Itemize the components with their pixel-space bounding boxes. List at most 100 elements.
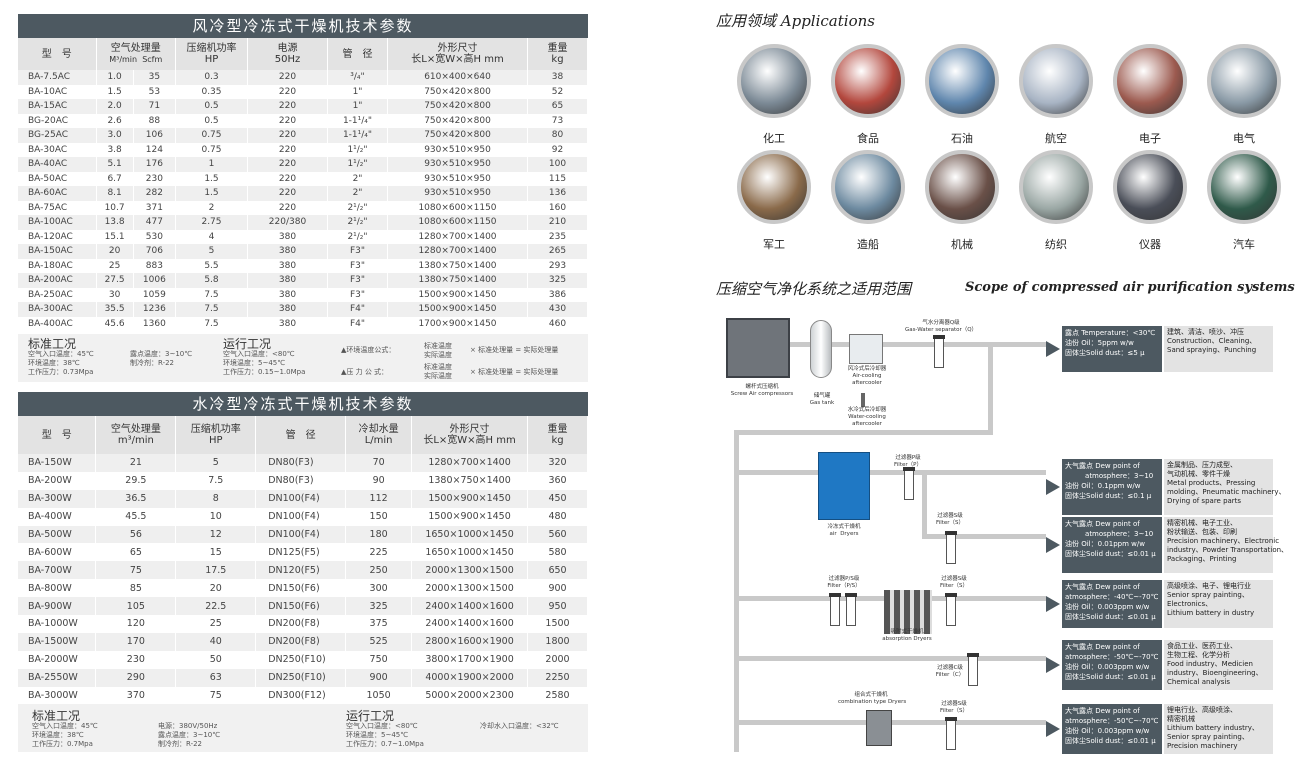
- absorption-label: 吸附式干燥机 absorption Dryers: [882, 629, 932, 642]
- table-cell: 112: [345, 489, 413, 508]
- table-cell: 1": [327, 84, 388, 99]
- table-cell: 45.5: [95, 507, 177, 526]
- air-std-title: 标准工况: [28, 337, 77, 351]
- quality-spec-box: 大气露点 Dew point of atmosphere：-50℃~-70℃ 油…: [1062, 640, 1162, 690]
- table-cell: 0.5: [175, 113, 248, 128]
- formula2-label: ▲压 力 公 式：: [341, 368, 389, 376]
- application-usage-box: 食品工业、医药工业、 生物工程、化学分析 Food industry、Medic…: [1164, 640, 1273, 690]
- application-item: 造船: [828, 150, 908, 252]
- col-size-unit: 长L×宽W×高H mm: [411, 54, 504, 65]
- table-cell: 530: [133, 229, 177, 244]
- table-cell: BA-40AC: [18, 157, 97, 172]
- w-col-size-label: 外形尺寸: [449, 424, 490, 435]
- col-power-unit: HP: [204, 54, 219, 65]
- table-cell: 250: [345, 561, 413, 580]
- quality-spec-box: 大气露点 Dew point of atmosphere：3~10 油份 Oil…: [1062, 517, 1162, 573]
- table-cell: 1500×900×1450: [387, 302, 528, 317]
- table-cell: 45.6: [96, 316, 134, 331]
- refrigerated-dryer-icon: [818, 452, 870, 520]
- table-cell: 1500×900×1450: [411, 489, 529, 508]
- col-size-label: 外形尺寸: [437, 43, 478, 54]
- table-cell: 71: [133, 99, 177, 114]
- application-usage-box: 高级喷涂、电子、锂电行业 Senior spray painting、 Elec…: [1164, 580, 1273, 628]
- filter-p-icon: [903, 467, 915, 500]
- air-std-right: 露点温度：3~10℃ 制冷剂：R-22: [130, 350, 193, 367]
- table-cell: 2¹/₂": [327, 215, 388, 230]
- table-cell: 53: [133, 84, 177, 99]
- table-cell: BA-500W: [18, 525, 97, 544]
- filter-ps-icon-2: [845, 593, 857, 626]
- table-cell: 15: [175, 543, 257, 562]
- table-cell: 3800×1700×1900: [411, 650, 529, 669]
- application-label: 仪器: [1139, 238, 1161, 251]
- application-item: 航空: [1016, 44, 1096, 146]
- table-cell: DN250(F10): [255, 650, 347, 669]
- table-cell: 29.5: [95, 471, 177, 490]
- pipe-branch-4: [734, 656, 1046, 661]
- water-std-title: 标准工况: [32, 709, 81, 723]
- pipe-vertical-main: [734, 430, 739, 752]
- w-col-pipe: 管 径: [255, 416, 347, 454]
- scope-title-cn: 压缩空气净化系统之适用范围: [716, 280, 912, 298]
- table-cell: 15.1: [96, 229, 134, 244]
- table-cell: 1¹/₂": [327, 142, 388, 157]
- water-std-mid: 电源：380V/50Hz 露点温度：3~10℃ 制冷剂：R-22: [158, 722, 221, 748]
- table-cell: 371: [133, 200, 177, 215]
- table-cell: 2250: [527, 668, 588, 687]
- table-cell: 220: [247, 142, 328, 157]
- table-cell: 1-1¹/₄": [327, 113, 388, 128]
- table-cell: 1500: [527, 615, 588, 633]
- table-cell: 1059: [133, 287, 177, 302]
- table-cell: 950: [527, 597, 588, 616]
- table-cell: 1280×700×1400: [411, 454, 529, 472]
- application-usage-box: 锂电行业、高级喷涂、 精密机械 Lithium battery industry…: [1164, 704, 1273, 754]
- application-label: 石油: [951, 132, 973, 145]
- table-cell: 1280×700×1400: [387, 244, 528, 259]
- table-cell: 930×510×950: [387, 157, 528, 172]
- table-cell: 1500×900×1450: [411, 507, 529, 526]
- table-cell: 320: [527, 454, 588, 472]
- table-cell: 380: [247, 273, 328, 288]
- table-cell: DN100(F4): [255, 489, 347, 508]
- table-cell: 1360: [133, 316, 177, 331]
- table-cell: 8.1: [96, 186, 134, 201]
- table-cell: ³/₄": [327, 70, 388, 85]
- table-cell: BA-2550W: [18, 668, 97, 687]
- table-cell: BA-180AC: [18, 258, 97, 273]
- application-usage-box: 精密机械、电子工业、 粉状输送、包装、印刷 Precision machiner…: [1164, 517, 1288, 573]
- table-cell: 13.8: [96, 215, 134, 230]
- application-item: 石油: [922, 44, 1002, 146]
- col-flow-unit1: M³/min: [109, 55, 138, 64]
- formula1-label: ▲环境温度公式：: [341, 346, 396, 354]
- w-col-water-label: 冷却水量: [358, 424, 399, 435]
- tank-label: 储气罐 Gas tank: [809, 393, 835, 406]
- table-cell: 124: [133, 142, 177, 157]
- formula2-result: × 标准处理量 = 实际处理量: [470, 368, 559, 376]
- pipe-branch-1: [734, 470, 1046, 475]
- w-col-water-unit: L/min: [364, 435, 393, 446]
- separator-filter-icon: [933, 335, 945, 368]
- water-run-text: 空气入口温度：<80℃ 环境温度：5~45℃ 工作压力：0.7~1.0Mpa: [346, 722, 424, 748]
- table-cell: BG-25AC: [18, 128, 97, 143]
- table-cell: 35.5: [96, 302, 134, 317]
- table-cell: 1800: [527, 632, 588, 651]
- table-cell: 235: [527, 229, 588, 244]
- table-cell: 0.75: [175, 128, 248, 143]
- table-cell: 220: [247, 171, 328, 186]
- table-cell: 1080×600×1150: [387, 215, 528, 230]
- table-cell: 220: [247, 70, 328, 85]
- table-cell: 220: [247, 84, 328, 99]
- table-cell: BA-700W: [18, 561, 97, 580]
- table-cell: BA-300W: [18, 489, 97, 508]
- table-cell: 80: [527, 128, 588, 143]
- col-size: 外形尺寸长L×宽W×高H mm: [387, 38, 528, 70]
